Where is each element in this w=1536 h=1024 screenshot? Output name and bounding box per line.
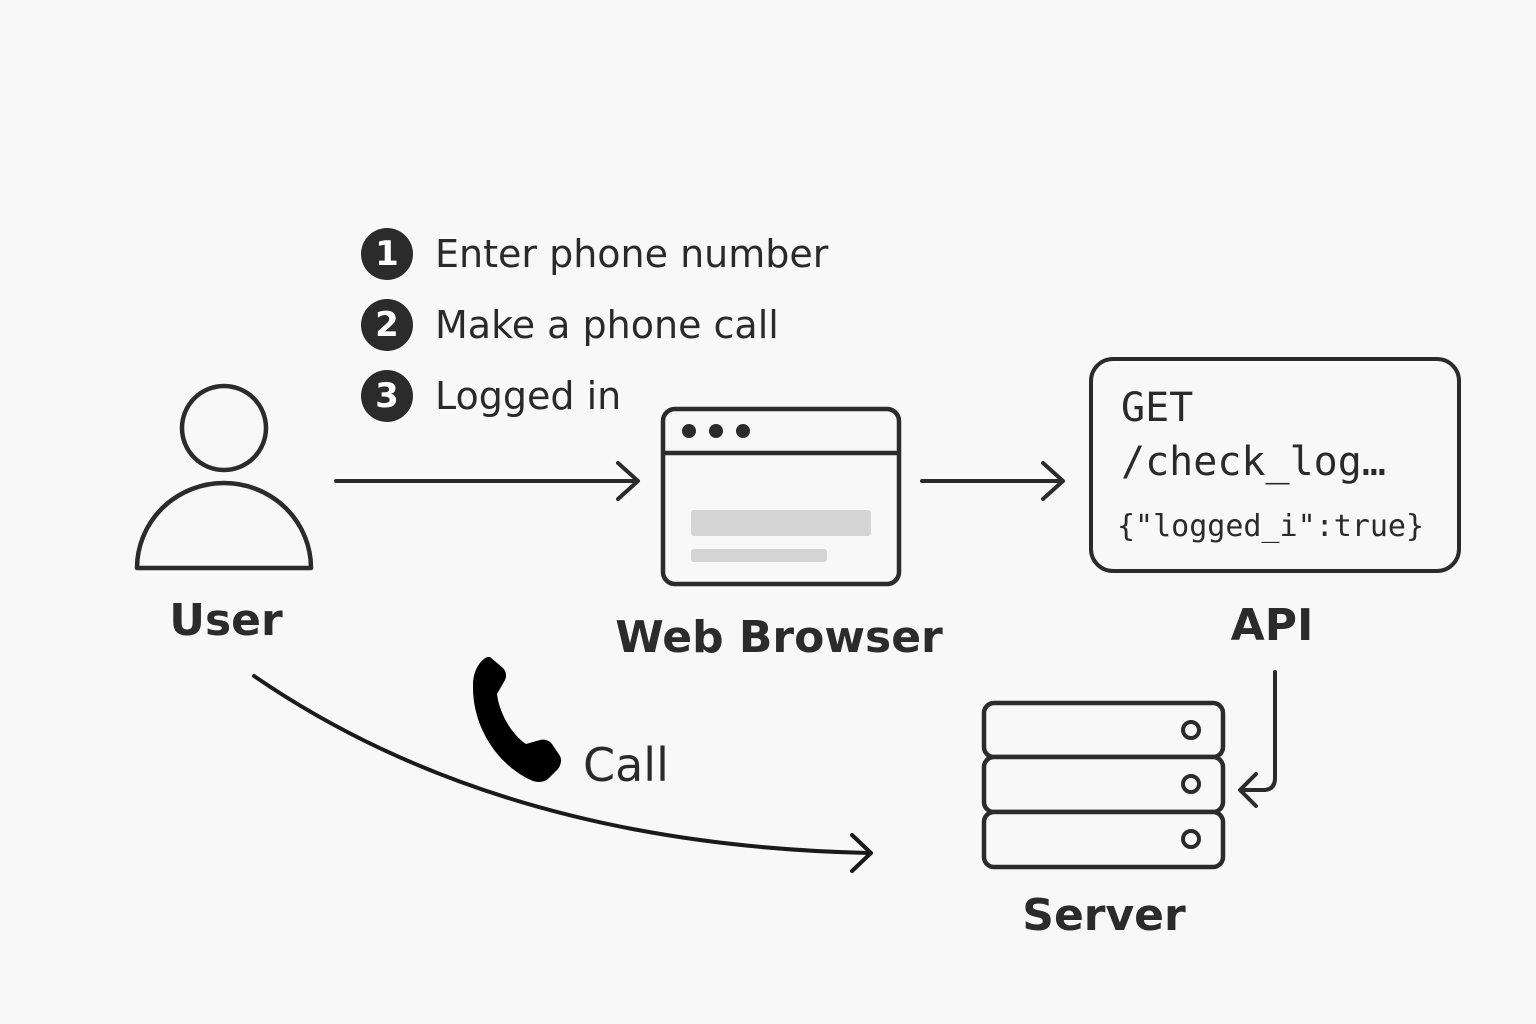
step-2-text: Make a phone call (435, 303, 779, 347)
api-response: {"logged_i":true} (1117, 509, 1425, 544)
user-label: User (169, 595, 283, 646)
arrow-user-to-browser (334, 461, 640, 501)
phone-icon (472, 657, 561, 782)
api-request-box: GET /check_log… {"logged_i":true} (1089, 357, 1461, 573)
step-3-badge: 3 (361, 370, 413, 422)
arrow-call-user-to-server (252, 674, 873, 873)
api-path: /check_log… (1121, 439, 1386, 485)
step-2-badge: 2 (361, 299, 413, 351)
browser-window-icon (660, 406, 902, 587)
arrow-api-to-server (1238, 670, 1277, 808)
step-2: 2 Make a phone call (361, 297, 779, 353)
server-label: Server (1022, 890, 1186, 941)
arrow-browser-to-api (920, 461, 1065, 501)
step-3: 3 Logged in (361, 368, 621, 424)
user-icon (134, 383, 314, 571)
step-3-text: Logged in (435, 374, 622, 418)
server-stack-icon (981, 700, 1226, 870)
api-method: GET (1121, 385, 1194, 431)
call-label: Call (583, 738, 669, 792)
step-1-badge: 1 (361, 228, 413, 280)
step-1-text: Enter phone number (435, 232, 829, 276)
step-1: 1 Enter phone number (361, 226, 828, 282)
web-browser-label: Web Browser (615, 612, 943, 663)
api-label: API (1230, 600, 1314, 651)
